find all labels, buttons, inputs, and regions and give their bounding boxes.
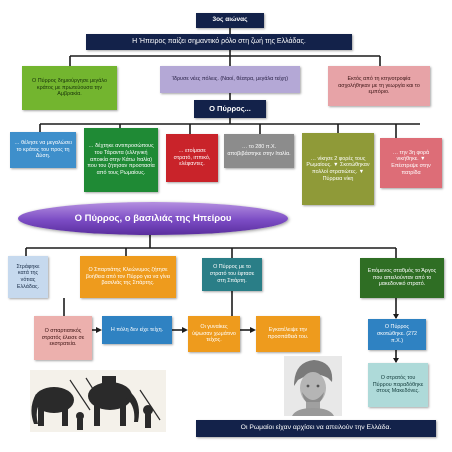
box-economy: Εκτός από τη κτηνοτροφία ασχολήθηκαν με … — [328, 66, 430, 106]
box-no-walls: Η πόλη δεν είχε τείχη. — [102, 316, 172, 344]
box-south-greece: Στράφηκε κατά της νότιας Ελλάδας. — [8, 256, 48, 298]
box-reached-sparta: Ο Πύρρος με το στρατό του έφτασε στη Σπά… — [202, 258, 262, 291]
pyrrhus-bust-illustration — [284, 356, 342, 416]
box-spartan-army: Ο σπαρτιατικός στρατός έλεισε σε εκστρατ… — [34, 316, 92, 360]
pyrrhus-banner: Ο Πύρρος, ο βασιλιάς της Ηπείρου — [18, 202, 288, 235]
century-label: 3ος αιώνας — [196, 13, 264, 28]
box-army: … ετοίμασε στρατό, ιππικό, ελέφαντες. — [166, 134, 218, 182]
box-pyrrhic-victory: … νίκησε 2 φορές τους Ρωμαίους. ▼ Σκοτώθ… — [302, 133, 374, 205]
box-gave-up: Εγκατέλειψε την προσπάθειά του. — [256, 316, 320, 352]
box-women-wall: Οι γυναίκες ύψωσαν χωμάτινο τείχος. — [188, 316, 240, 352]
box-cleonymus: Ο Σπαρτιάτης Κλεώνυμος ζήτησε βοήθεια απ… — [80, 256, 176, 298]
box-new-cities: Ίδρυσε νέες πόλεις. (Ναοί, θέατρα, μεγάλ… — [160, 66, 300, 93]
battle-elephants-illustration — [30, 370, 166, 432]
box-pyrrhus-killed: Ο Πύρρος σκοτώθηκε. (272 π.Χ.) — [368, 319, 426, 350]
box-argos: Επόμενος σταθμός το Άργος που απειλούντα… — [360, 258, 444, 298]
box-army-surrendered: Ο στρατός του Πύρρου παραδόθηκε στους Μα… — [368, 363, 428, 407]
box-tarentum: … δέχτηκε αντιπροσώπους του Τάραντα (ελλ… — [84, 128, 158, 192]
pyrrhus-header: Ο Πύρρος... — [194, 100, 266, 118]
box-expand-west: … θέλησε να μεγαλώσει το κράτος του προς… — [10, 132, 76, 168]
main-title: Η Ήπειρος παίζει σημαντικό ρόλο στη ζωή … — [86, 34, 352, 50]
box-large-state: Ο Πύρρος δημιούργησε μεγάλο κράτος με πρ… — [22, 66, 117, 110]
footer-banner: Οι Ρωμαίοι είχαν αρχίσει να απειλούν την… — [196, 420, 436, 437]
box-landing-italy: … το 280 π.Χ. αποβιβάστηκε στην Ιταλία. — [224, 134, 294, 168]
box-defeat-return: … την 3η φορά νικήθηκε. ▼ Επέστρεψε στην… — [380, 138, 442, 188]
